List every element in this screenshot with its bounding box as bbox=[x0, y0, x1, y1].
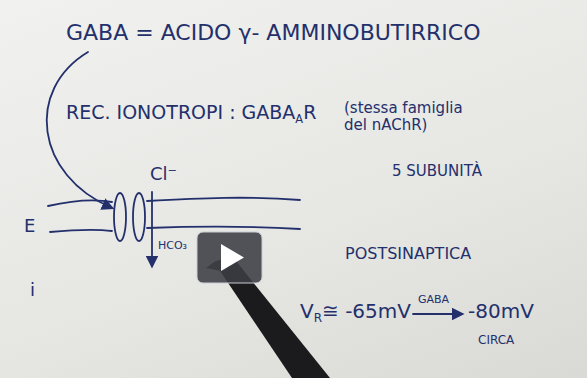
membrane-line bbox=[147, 198, 300, 201]
label-text: GABA = ACIDO γ- AMMINOBUTIRRICO bbox=[66, 20, 481, 45]
subscript-text: A bbox=[295, 112, 303, 126]
ion-label: HCO₃ bbox=[158, 240, 187, 253]
membrane-line bbox=[48, 201, 112, 206]
note-text: (stessa famiglia del nAChR) bbox=[344, 100, 484, 135]
note-text: CIRCA bbox=[478, 334, 514, 348]
arrow-label: GABA bbox=[418, 294, 449, 307]
label-text: REC. IONOTROPI : GABA bbox=[66, 101, 295, 123]
label-text: HCO₃ bbox=[158, 239, 187, 252]
channel-subunit bbox=[114, 193, 126, 241]
label-text: GABA bbox=[418, 293, 449, 306]
region-label: POSTSINAPTICA bbox=[345, 245, 471, 263]
subscript-text: R bbox=[314, 311, 322, 325]
pen-tip bbox=[206, 256, 232, 272]
play-button bbox=[197, 232, 262, 283]
note-text: 5 SUBUNITÀ bbox=[392, 163, 482, 180]
label-text: V bbox=[300, 299, 314, 323]
label-text: CIRCA bbox=[478, 333, 514, 347]
transition-arrow bbox=[413, 313, 462, 315]
heading-text: REC. IONOTROPI : GABAAR bbox=[66, 102, 316, 126]
label-text: ≅ -65mV bbox=[322, 299, 411, 323]
label-text: 5 SUBUNITÀ bbox=[392, 162, 482, 180]
membrane-line bbox=[147, 227, 300, 229]
label-text: Cl⁻ bbox=[150, 163, 177, 184]
title-text: GABA = ACIDO γ- AMMINOBUTIRRICO bbox=[66, 20, 481, 45]
label-text: i bbox=[30, 279, 35, 300]
label-text: POSTSINAPTICA bbox=[345, 244, 471, 263]
label-text: R bbox=[303, 101, 316, 123]
side-label: E bbox=[24, 216, 35, 237]
channel-subunit bbox=[133, 193, 145, 241]
potential-text: VR≅ -65mV bbox=[300, 300, 411, 326]
label-text: E bbox=[24, 215, 35, 236]
ion-label: Cl⁻ bbox=[150, 164, 177, 185]
ion-flow-arrow bbox=[151, 192, 153, 266]
pen bbox=[214, 256, 330, 378]
leader-line bbox=[47, 52, 112, 208]
side-label: i bbox=[30, 280, 35, 301]
play-icon bbox=[221, 244, 244, 271]
potential-text: -80mV bbox=[468, 300, 534, 323]
label-text: -80mV bbox=[468, 299, 534, 323]
label-text: (stessa famiglia del nAChR) bbox=[344, 99, 463, 134]
membrane-line bbox=[50, 230, 112, 232]
